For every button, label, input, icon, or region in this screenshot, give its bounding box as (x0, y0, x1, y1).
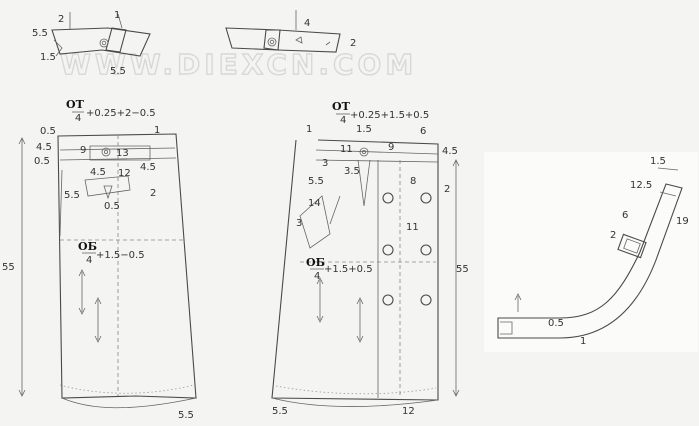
dim-label: 3.5 (344, 166, 360, 177)
front-waist-denominator: 4 (75, 113, 81, 124)
dim-label: 0.5 (548, 318, 564, 329)
back-waist-formula: +0.25+1.5+0.5 (350, 110, 429, 121)
dim-label: 1 (114, 10, 120, 21)
dim-label: 6 (622, 210, 628, 221)
back-hip-denominator: 4 (314, 271, 320, 282)
dim-label: 0.5 (104, 201, 120, 212)
waistband-piece-left: 5.5 2 1 1.5 5.5 (32, 10, 151, 77)
dim-label: 4.5 (140, 162, 156, 173)
dim-label: 3 (296, 218, 302, 229)
front-skirt-piece: ОТ 4 +0.25+2−0.5 ОБ 4 +1.5−0.5 0.5 1 4.5… (2, 98, 197, 421)
dim-label: 9 (388, 142, 394, 153)
front-waist-formula: +0.25+2−0.5 (86, 108, 156, 119)
dim-label: 1.5 (650, 156, 666, 167)
dim-label: 1 (306, 124, 312, 135)
front-hip-formula: +1.5−0.5 (96, 250, 145, 261)
dim-label: 1 (154, 125, 160, 136)
dim-label: 5.5 (272, 406, 288, 417)
dim-label: 5.5 (32, 28, 48, 39)
back-waist-denominator: 4 (340, 115, 346, 126)
dim-label: 12 (402, 406, 415, 417)
dim-label: 8 (410, 176, 416, 187)
dim-label: 5.5 (64, 190, 80, 201)
back-buttons (382, 192, 432, 306)
back-hip-formula: +1.5+0.5 (324, 264, 373, 275)
dim-label: 14 (308, 198, 321, 209)
dim-label: 4 (304, 18, 310, 29)
dim-label: 2 (444, 184, 450, 195)
dim-label: 12.5 (630, 180, 652, 191)
waistband-piece-right: 4 2 (225, 10, 356, 53)
dim-label: 6 (420, 126, 426, 137)
dim-label: 2 (58, 14, 64, 25)
dim-label: 1.5 (356, 124, 372, 135)
front-length-55: 55 (2, 262, 15, 273)
dim-label: 11 (406, 222, 419, 233)
dim-label: 11 (340, 144, 353, 155)
dim-label: 5.5 (308, 176, 324, 187)
belt-panel: 1.5 12.5 6 2 19 0.5 1 (484, 152, 698, 352)
dim-label: 4.5 (442, 146, 458, 157)
dim-label: 13 (116, 148, 129, 159)
dim-label: 19 (676, 216, 689, 227)
dim-label: 0.5 (34, 156, 50, 167)
dim-label: 3 (322, 158, 328, 169)
dim-label: 0.5 (40, 126, 56, 137)
back-waist-label: ОТ (332, 100, 351, 113)
dim-label: 1 (580, 336, 586, 347)
dim-label: 2 (350, 38, 356, 49)
back-hip-label: ОБ (306, 256, 325, 269)
dim-label: 9 (80, 145, 86, 156)
dim-label: 12 (118, 168, 131, 179)
dim-label: 4.5 (90, 167, 106, 178)
back-skirt-piece: ОТ 4 +0.25+1.5+0.5 ОБ 4 +1.5+0.5 1 1.5 6… (271, 100, 469, 417)
back-length-55: 55 (456, 264, 469, 275)
front-hip-label: ОБ (78, 240, 97, 253)
front-hip-denominator: 4 (86, 255, 92, 266)
dim-label: 4.5 (36, 142, 52, 153)
dim-label: 2 (610, 230, 616, 241)
dim-label: 2 (150, 188, 156, 199)
front-waist-label: ОТ (66, 98, 85, 111)
dim-label: 1.5 (40, 52, 56, 63)
dim-label: 5.5 (178, 410, 194, 421)
dim-label: 5.5 (110, 66, 126, 77)
